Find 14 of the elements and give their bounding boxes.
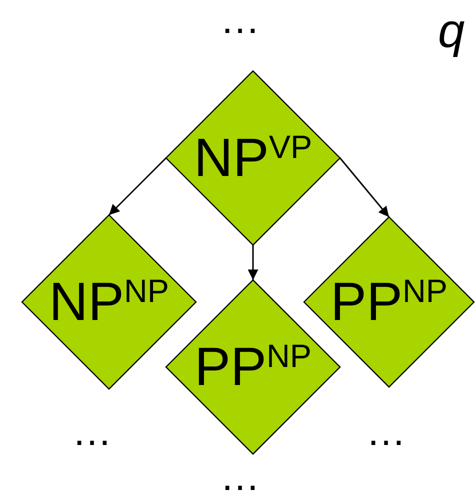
diamond-node [22,215,196,389]
node-label: NP$^{NP}$ [49,275,169,329]
ellipsis-label: … [220,0,260,40]
ellipsis-label: … [72,412,112,452]
arrow [108,157,167,216]
arrow [248,245,258,280]
variable-label: q [438,8,465,56]
arrow [339,158,390,218]
node-label: NP$^{VP}$ [194,131,312,185]
ellipsis-label: … [220,457,260,495]
diamond-node [166,71,340,245]
ellipsis-label: … [366,412,406,452]
node-label: PP$^{NP}$ [330,275,448,329]
node-label: PP$^{NP}$ [194,340,312,394]
